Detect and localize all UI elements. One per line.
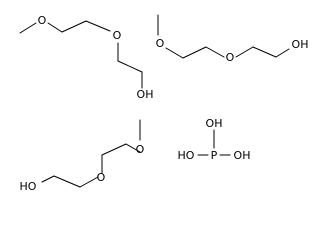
bond: [19, 22, 37, 34]
atom-phosphorus: P: [211, 149, 218, 162]
bond: [182, 46, 207, 59]
molecule-glycol-ether-1: O O OH: [19, 14, 154, 101]
atom-hydroxyl: OH: [292, 38, 309, 51]
bond: [125, 143, 141, 153]
bond: [235, 46, 254, 58]
atom-o-ether: O: [113, 29, 122, 42]
atom-o-ether: O: [226, 51, 235, 64]
bond: [41, 175, 55, 183]
bond: [165, 47, 184, 59]
bond: [101, 143, 127, 156]
molecule-phosphorous-acid: OH P HO OH: [178, 117, 251, 162]
atom-hydroxyl: OH: [137, 88, 154, 101]
atom-o-ether: O: [97, 171, 106, 184]
structure-diagram: O O OH O O OH HO O O OH P HO OH: [19, 14, 309, 193]
bond: [205, 46, 225, 58]
bond: [252, 46, 277, 58]
atom-oh-left: HO: [178, 149, 195, 162]
bond: [275, 48, 290, 58]
bond: [47, 22, 63, 33]
atom-o-methoxy: O: [156, 37, 165, 50]
atom-oh-top: OH: [206, 117, 223, 130]
bond: [85, 20, 111, 32]
bond: [79, 176, 99, 188]
atom-oh-right: OH: [234, 149, 251, 162]
bond: [61, 20, 87, 33]
molecule-glycol-ether-2: O O OH: [156, 14, 309, 64]
molecule-glycol-ether-3: HO O O: [20, 119, 145, 193]
bond: [53, 175, 81, 188]
atom-o-methoxy: O: [38, 14, 47, 27]
atom-o-methoxy: O: [136, 143, 145, 156]
bond: [117, 60, 143, 73]
atom-hydroxyl: HO: [20, 180, 37, 193]
